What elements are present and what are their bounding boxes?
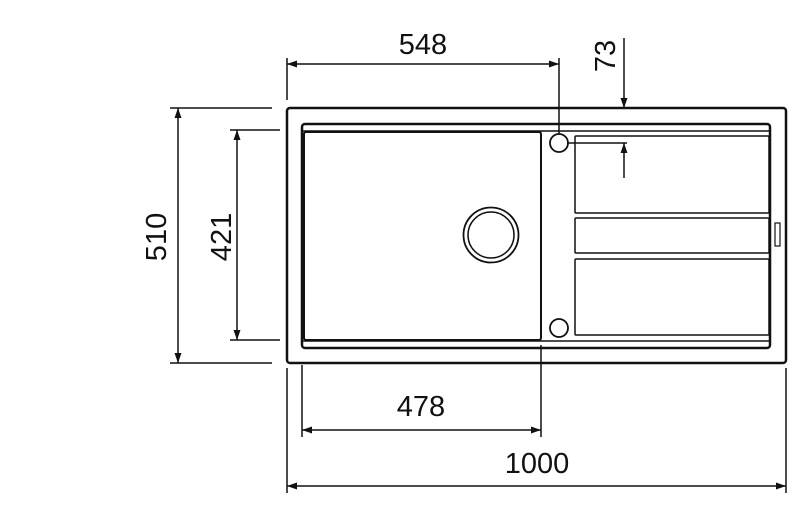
sink-rim <box>300 122 772 350</box>
dim-label-548: 548 <box>399 29 447 61</box>
sink-outline <box>285 106 788 365</box>
dim-label-73: 73 <box>590 40 622 72</box>
dim-label-1000: 1000 <box>505 448 570 480</box>
tap-hole-icon <box>549 133 569 153</box>
drain-outer <box>462 206 520 264</box>
dim-label-478: 478 <box>397 391 445 423</box>
drainer-panel <box>574 258 770 336</box>
dim-label-421: 421 <box>206 213 238 261</box>
bowl <box>303 131 542 341</box>
drainer-panel <box>574 217 770 254</box>
dim-label-510: 510 <box>141 213 173 261</box>
drain-inner <box>467 211 515 259</box>
tap-hole-icon <box>549 318 569 338</box>
overflow-slot <box>774 222 781 247</box>
drainer-panel <box>574 135 770 214</box>
